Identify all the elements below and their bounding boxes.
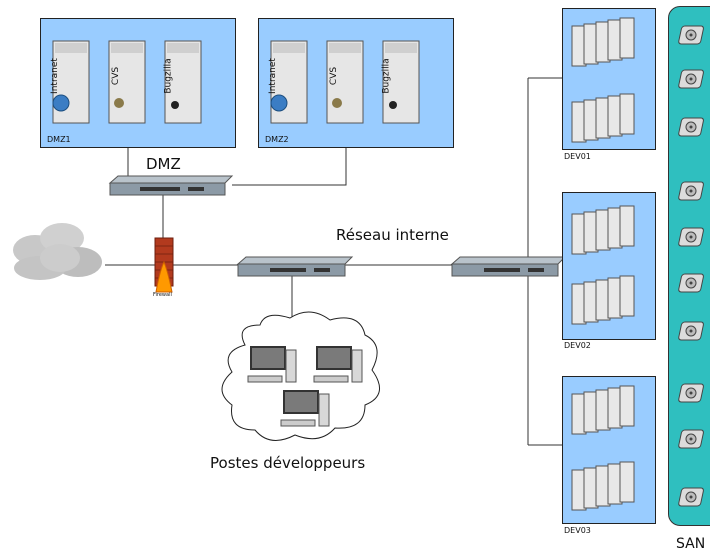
dmz2-zone: Intranet CVS Bugzilla DMZ2 <box>258 18 454 148</box>
network-switch-icon <box>108 175 234 196</box>
internet-cloud-icon <box>13 223 102 280</box>
hard-disk-icon <box>677 69 705 89</box>
firewall-icon <box>154 237 174 293</box>
server-tower-icon <box>326 40 364 124</box>
hard-disk-icon <box>677 227 705 247</box>
zone-label: DMZ1 <box>47 135 71 144</box>
workstations-label: Postes développeurs <box>210 454 366 472</box>
hard-disk-icon <box>677 117 705 137</box>
dmz-label: DMZ <box>146 155 181 173</box>
dmz1-zone: Intranet CVS Bugzilla DMZ1 <box>40 18 236 148</box>
network-switch-icon <box>236 256 354 277</box>
dev-label: DEV01 <box>564 152 591 161</box>
hard-disk-icon <box>677 273 705 293</box>
dev-label: DEV03 <box>564 526 591 535</box>
server-tower-icon <box>52 40 90 124</box>
hard-disk-icon <box>677 383 705 403</box>
dmz2-servers <box>270 40 420 124</box>
hard-disk-icon <box>677 25 705 45</box>
hard-disk-icon <box>677 429 705 449</box>
san-label-clip: SAN <box>676 536 710 556</box>
workstations-cloud <box>221 311 380 441</box>
dev-label: DEV02 <box>564 341 591 350</box>
internal-network-label: Réseau interne <box>336 226 449 244</box>
server-tower-icon <box>270 40 308 124</box>
hard-disk-icon <box>677 181 705 201</box>
desktop-computer-icon <box>313 346 363 383</box>
desktop-computer-icon <box>280 390 330 427</box>
zone-label: DMZ2 <box>265 135 289 144</box>
server-tower-icon <box>108 40 146 124</box>
server-tower-icon <box>164 40 202 124</box>
network-switch-icon <box>450 256 567 277</box>
firewall-label: Firewall <box>153 292 172 298</box>
hard-disk-icon <box>677 487 705 507</box>
server-tower-icon <box>382 40 420 124</box>
dmz1-servers <box>52 40 202 124</box>
hard-disk-icon <box>677 321 705 341</box>
desktop-computer-icon <box>247 346 297 383</box>
san-label: SAN <box>676 536 706 552</box>
